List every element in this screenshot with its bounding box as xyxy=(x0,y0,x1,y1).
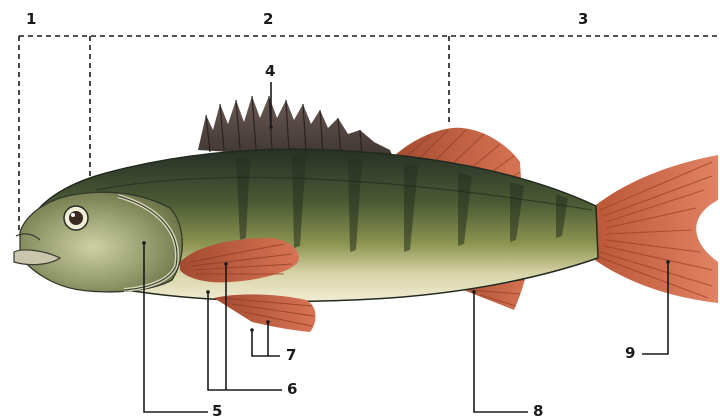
label-gill-cover: 5 xyxy=(212,404,222,419)
label-pectoral-fin: 6 xyxy=(287,382,297,397)
label-region-tail: 3 xyxy=(578,12,588,27)
label-region-body: 2 xyxy=(263,12,273,27)
label-caudal-fin: 9 xyxy=(625,346,635,361)
label-region-head: 1 xyxy=(26,12,36,27)
label-pelvic-fin: 7 xyxy=(286,348,296,363)
label-dorsal-spiny-fin: 4 xyxy=(265,64,275,79)
caudal-fin xyxy=(592,155,718,303)
leader-7a xyxy=(252,330,280,356)
pelvic-fin xyxy=(214,294,316,332)
leader-8 xyxy=(474,292,528,412)
label-anal-fin: 8 xyxy=(533,404,543,419)
